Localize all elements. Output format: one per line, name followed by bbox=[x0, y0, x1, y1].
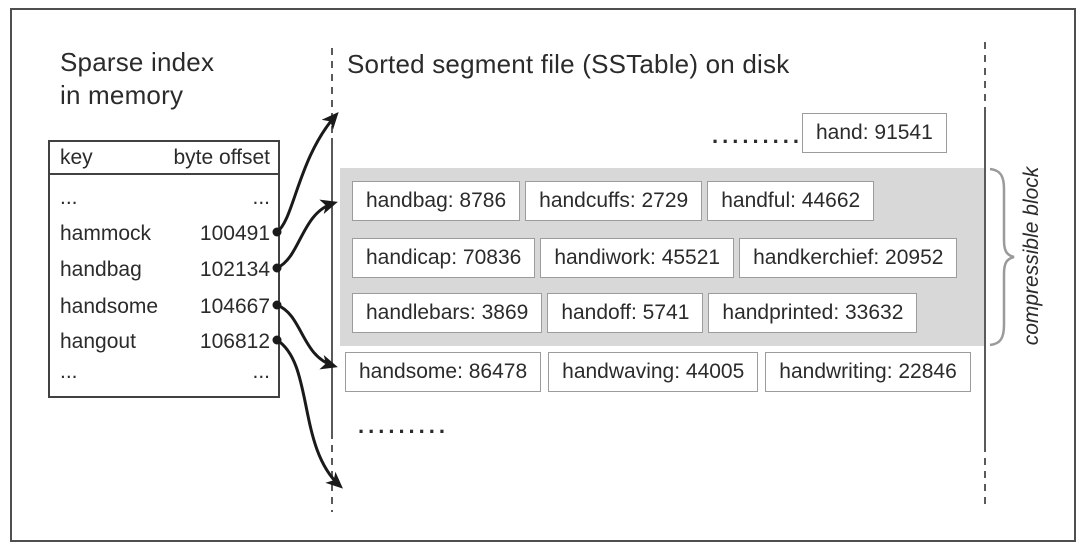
segment-entry: handoff: 5741 bbox=[547, 293, 704, 333]
index-row-ellipsis-bottom: ... ... bbox=[60, 358, 270, 386]
index-cell-key: ... bbox=[60, 186, 78, 209]
segment-row-1: handbag: 8786 handcuffs: 2729 handful: 4… bbox=[352, 181, 875, 221]
index-cell-key: hangout bbox=[60, 330, 136, 353]
index-cell-offset: 100491 bbox=[199, 222, 270, 245]
index-row-ellipsis-top: ... ... bbox=[60, 184, 270, 212]
compressible-block-region: handbag: 8786 handcuffs: 2729 handful: 4… bbox=[340, 168, 986, 346]
index-row-handbag: handbag 102134 bbox=[60, 256, 270, 284]
index-header-key: key bbox=[60, 145, 93, 169]
segment-entry-hand: hand: 91541 bbox=[802, 113, 947, 153]
index-row-hammock: hammock 100491 bbox=[60, 220, 270, 248]
segment-entry: handwaving: 44005 bbox=[548, 352, 759, 392]
index-cell-offset: 104667 bbox=[199, 295, 270, 318]
segment-entry: handiwork: 45521 bbox=[540, 238, 735, 278]
segment-entry: handcuffs: 2729 bbox=[525, 181, 703, 221]
sparse-index-title: Sparse index in memory bbox=[60, 47, 215, 110]
ellipsis-bottom: ......... bbox=[358, 413, 450, 438]
segment-entry: handprinted: 33632 bbox=[708, 293, 918, 333]
index-header-offset: byte offset bbox=[173, 145, 270, 169]
compressible-block-label: compressible block bbox=[1020, 166, 1043, 346]
sstable-title: Sorted segment file (SSTable) on disk bbox=[347, 49, 790, 79]
segment-entry: handful: 44662 bbox=[707, 181, 875, 221]
segment-row-2: handicap: 70836 handiwork: 45521 handker… bbox=[352, 238, 958, 278]
index-cell-key: handsome bbox=[60, 295, 159, 318]
index-cell-offset: ... bbox=[252, 360, 270, 383]
index-row-hangout: hangout 106812 bbox=[60, 328, 270, 356]
index-cell-key: handbag bbox=[60, 258, 142, 281]
index-cell-key: hammock bbox=[60, 222, 152, 245]
segment-entry: handkerchief: 20952 bbox=[739, 238, 958, 278]
index-cell-offset: 106812 bbox=[199, 330, 270, 353]
segment-entry: handwriting: 22846 bbox=[765, 352, 971, 392]
segment-row-4: handsome: 86478 handwaving: 44005 handwr… bbox=[345, 352, 971, 392]
ellipsis-top: ......... bbox=[712, 123, 804, 148]
segment-entry: handicap: 70836 bbox=[352, 238, 536, 278]
segment-entry: handlebars: 3869 bbox=[352, 293, 543, 333]
index-cell-offset: 102134 bbox=[199, 258, 270, 281]
index-row-handsome: handsome 104667 bbox=[60, 293, 270, 321]
index-table-header: key byte offset bbox=[50, 142, 278, 175]
sparse-index-table: key byte offset ... ... hammock 100491 h… bbox=[48, 140, 280, 398]
segment-entry: handsome: 86478 bbox=[345, 352, 542, 392]
segment-entry: handbag: 8786 bbox=[352, 181, 521, 221]
index-cell-key: ... bbox=[60, 360, 78, 383]
index-cell-offset: ... bbox=[252, 186, 270, 209]
segment-row-3: handlebars: 3869 handoff: 5741 handprint… bbox=[352, 293, 918, 333]
